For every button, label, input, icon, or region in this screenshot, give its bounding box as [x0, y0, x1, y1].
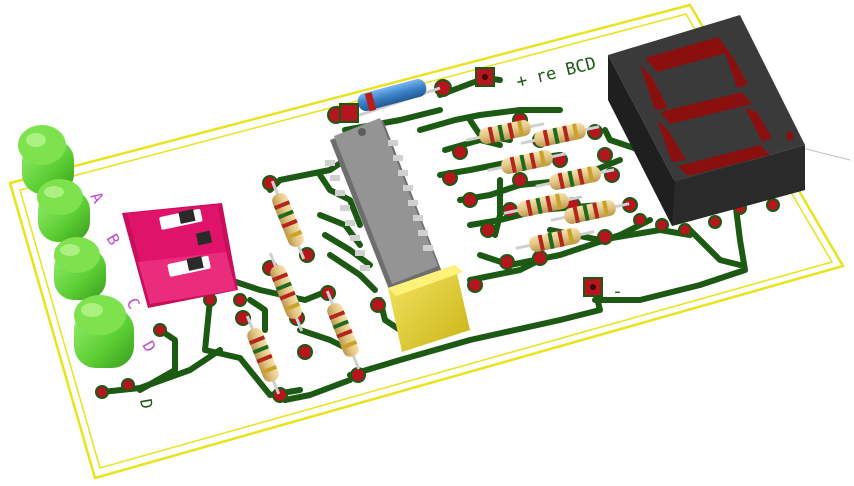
resistor	[465, 120, 545, 144]
corner-label: D	[136, 397, 156, 410]
resistor	[268, 252, 304, 332]
resistor	[535, 166, 615, 190]
seven-segment-display	[608, 15, 805, 226]
capacitor	[388, 265, 470, 352]
diode	[344, 79, 441, 122]
plus-sign: +	[514, 70, 530, 93]
resistors-left	[245, 180, 361, 395]
resistor	[487, 150, 567, 174]
resistor	[515, 228, 595, 252]
minus-sign: -	[612, 281, 623, 302]
segment-glyph	[640, 37, 772, 176]
led-b	[37, 179, 90, 242]
board-inner-outline	[19, 13, 834, 469]
resistor	[503, 193, 583, 217]
dip-switch-block	[122, 203, 238, 308]
board-outline	[8, 3, 845, 480]
led-array	[18, 125, 134, 368]
resistor	[270, 180, 306, 260]
resistor	[325, 290, 361, 370]
resistor	[520, 123, 600, 147]
resistor	[245, 315, 281, 395]
led-d	[74, 295, 134, 368]
ic-chip	[325, 118, 442, 292]
decimal-point	[786, 132, 794, 140]
resistors-right	[465, 120, 630, 252]
connector-pins	[339, 67, 603, 297]
resistor	[550, 200, 630, 224]
led-c	[54, 237, 106, 300]
